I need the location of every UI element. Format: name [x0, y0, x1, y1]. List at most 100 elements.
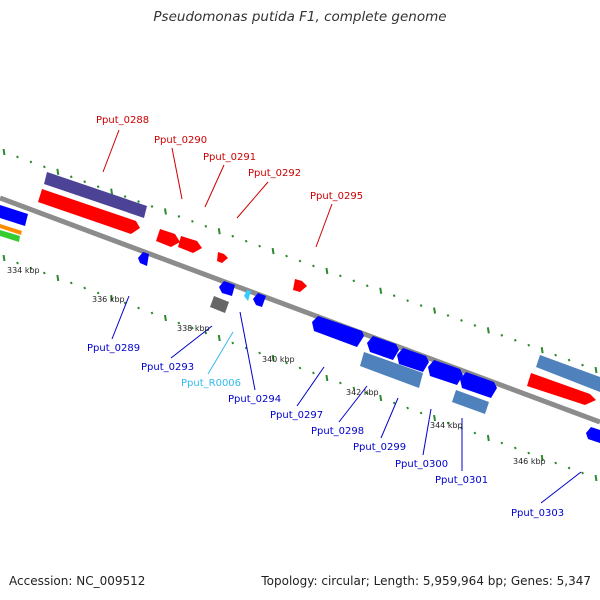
gene-feature-blue[interactable] — [0, 205, 28, 226]
major-tick — [486, 327, 490, 334]
minor-tick — [365, 391, 369, 395]
minor-tick — [460, 319, 463, 322]
gene-label[interactable]: Pput_0298 — [311, 426, 364, 437]
major-tick — [271, 354, 275, 362]
gene-label[interactable]: Pput_0289 — [87, 343, 140, 354]
gene-feature-grey[interactable] — [210, 296, 229, 313]
minor-tick — [406, 299, 410, 303]
label-leader-line — [207, 331, 234, 375]
gene-label[interactable]: Pput_0290 — [154, 135, 207, 146]
minor-tick — [392, 401, 396, 405]
gene-feature-rna[interactable] — [244, 290, 251, 301]
gene-feature-purple[interactable] — [44, 172, 147, 218]
minor-tick — [150, 311, 154, 315]
gene-feature-red[interactable] — [38, 189, 140, 234]
gene-feature-blue[interactable] — [253, 293, 266, 307]
gene-label[interactable]: Pput_0297 — [270, 410, 323, 421]
inner-tick-ring — [2, 254, 598, 482]
minor-tick — [473, 323, 477, 327]
major-tick — [594, 474, 598, 482]
label-leader-line — [540, 471, 582, 504]
scale-labels: 334 kbp 336 kbp 338 kbp 340 kbp 342 kbp … — [7, 266, 546, 466]
label-leader-line — [380, 397, 399, 439]
minor-tick — [500, 441, 504, 445]
gene-feature-blue[interactable] — [138, 252, 149, 266]
label-leader-line — [296, 366, 325, 407]
gene-feature-red[interactable] — [293, 279, 307, 292]
scale-label: 334 kbp — [7, 266, 40, 275]
gene-label[interactable]: Pput_0294 — [228, 394, 281, 405]
label-leader-line — [236, 181, 269, 219]
minor-tick — [513, 446, 517, 450]
gene-feature-red[interactable] — [178, 236, 202, 253]
minor-tick — [137, 306, 140, 310]
gene-feature-red[interactable] — [217, 252, 228, 263]
minor-tick — [392, 294, 396, 298]
gene-label[interactable]: Pput_0293 — [141, 362, 194, 373]
gene-label[interactable]: Pput_0292 — [248, 168, 301, 179]
scale-label: 342 kbp — [346, 388, 379, 397]
minor-tick — [298, 366, 302, 370]
minor-tick — [231, 341, 235, 345]
minor-tick — [338, 274, 342, 278]
feature-track-plus — [0, 172, 600, 405]
minor-tick — [231, 234, 235, 238]
minor-tick — [244, 346, 248, 350]
minor-tick — [83, 286, 87, 290]
gene-feature-red[interactable] — [527, 373, 596, 405]
label-leader-line — [315, 203, 333, 248]
gene-label[interactable]: Pput_0295 — [310, 191, 363, 202]
minor-tick — [419, 411, 423, 415]
scale-label: 344 kbp — [430, 421, 463, 430]
gene-label[interactable]: Pput_0300 — [395, 459, 448, 470]
gene-label[interactable]: Pput_0303 — [511, 508, 564, 519]
gene-feature-red[interactable] — [156, 229, 180, 247]
minor-tick — [567, 466, 571, 470]
minor-tick — [338, 381, 342, 385]
gene-feature-blue[interactable] — [586, 427, 600, 443]
gene-feature-steel[interactable] — [452, 390, 489, 414]
minor-tick — [16, 155, 19, 159]
minor-tick — [42, 165, 46, 169]
gene-feature-blue[interactable] — [428, 360, 463, 385]
gene-feature-steel[interactable] — [536, 355, 600, 392]
scale-label: 340 kbp — [262, 355, 295, 364]
gene-feature-orange[interactable] — [0, 224, 22, 235]
gene-labels-plus: Pput_0288 Pput_0290 Pput_0291 Pput_0292 … — [96, 115, 363, 202]
gene-label[interactable]: Pput_R0006 — [181, 378, 241, 389]
gene-label[interactable]: Pput_0291 — [203, 152, 256, 163]
minor-tick — [244, 239, 248, 243]
minor-tick — [513, 338, 517, 342]
major-tick — [110, 188, 114, 195]
genome-summary-text: Topology: circular; Length: 5,959,964 bp… — [261, 574, 591, 588]
minor-tick — [352, 279, 356, 283]
major-tick — [325, 374, 329, 382]
minor-tick — [16, 261, 19, 265]
minor-tick — [473, 431, 477, 435]
label-leader-line — [239, 311, 256, 391]
gene-feature-blue[interactable] — [460, 372, 497, 398]
gene-feature-blue[interactable] — [312, 316, 364, 347]
major-tick — [379, 394, 383, 402]
label-leader-line — [422, 408, 432, 456]
gene-label[interactable]: Pput_0299 — [353, 442, 406, 453]
gene-feature-blue[interactable] — [397, 348, 429, 372]
minor-tick — [150, 205, 154, 208]
minor-tick — [527, 343, 531, 347]
gene-feature-steel[interactable] — [360, 352, 423, 388]
minor-tick — [29, 160, 33, 164]
gene-feature-blue[interactable] — [367, 336, 399, 360]
major-tick — [56, 168, 60, 175]
minor-tick — [83, 180, 87, 184]
major-tick — [2, 148, 6, 156]
feature-track-minus — [138, 252, 600, 443]
major-tick — [110, 294, 114, 302]
gene-label[interactable]: Pput_0301 — [435, 475, 488, 486]
gene-feature-green[interactable] — [0, 230, 20, 242]
minor-tick — [190, 219, 194, 223]
minor-tick — [69, 175, 73, 179]
major-tick — [217, 228, 221, 235]
minor-tick — [419, 304, 423, 308]
gene-label[interactable]: Pput_0288 — [96, 115, 149, 126]
gene-feature-blue[interactable] — [219, 281, 235, 296]
